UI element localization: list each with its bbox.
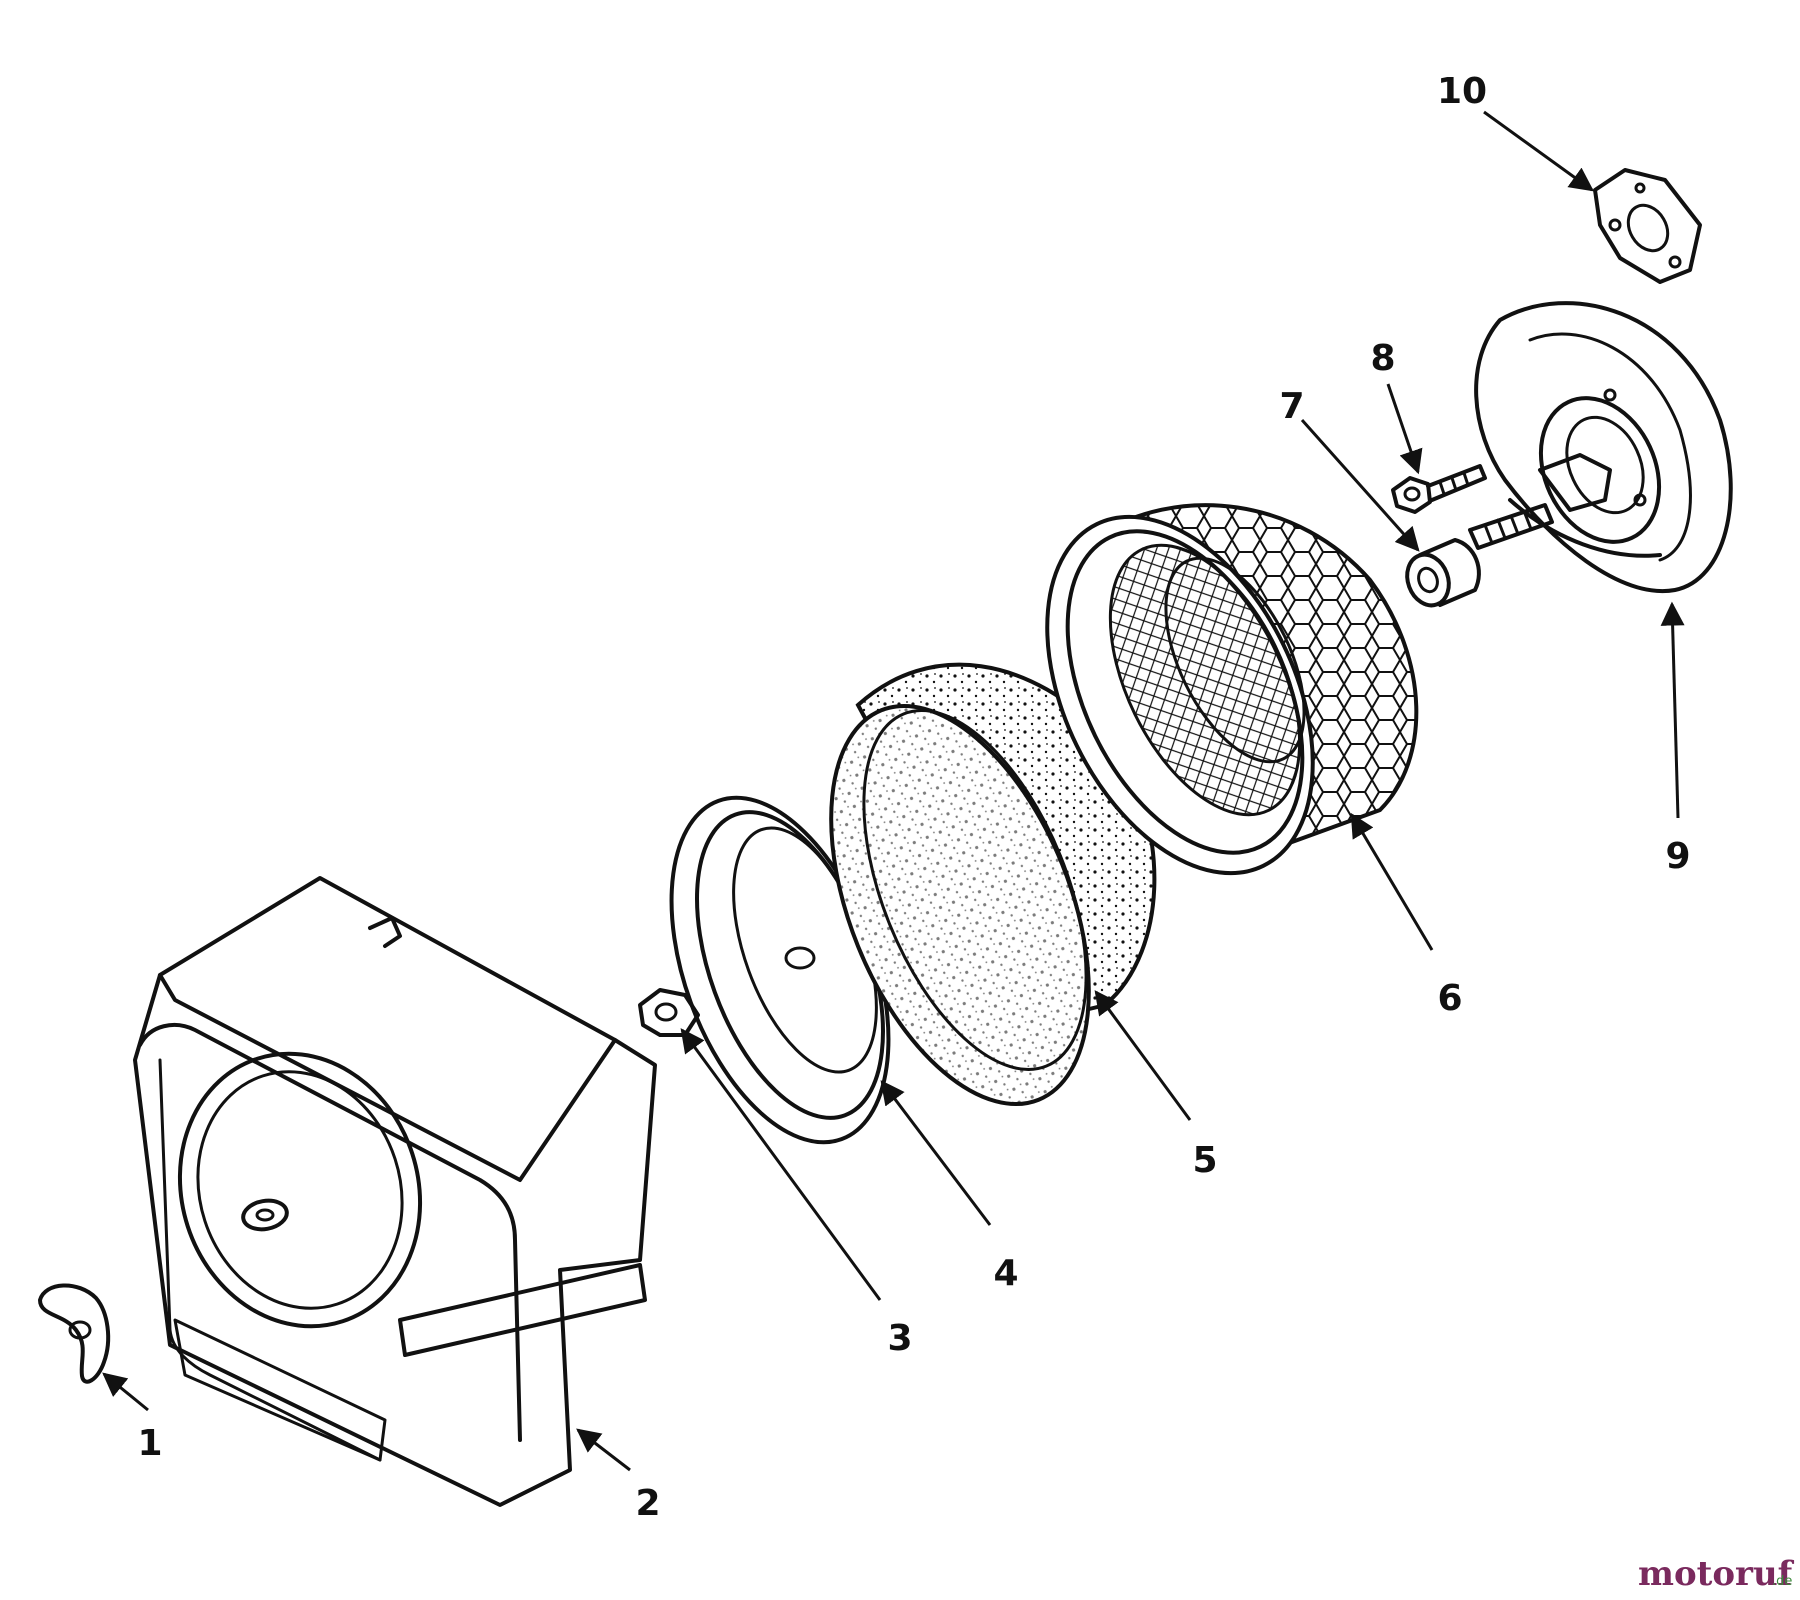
- leader-arrow-2: [576, 1428, 631, 1472]
- cover-housing-part: [133, 876, 657, 1507]
- leader-arrow-1: [102, 1372, 149, 1412]
- callout-10: 10: [1437, 71, 1487, 112]
- leader-arrow-7: [1300, 419, 1420, 552]
- watermark-tld: .de: [1772, 1574, 1792, 1589]
- watermark: motoruf .de: [1638, 1554, 1795, 1594]
- leader-arrow-9: [1660, 601, 1685, 819]
- leader-arrow-5: [1094, 990, 1192, 1121]
- callout-8: 8: [1370, 338, 1395, 379]
- callout-3: 3: [887, 1318, 912, 1359]
- callout-6: 6: [1437, 978, 1462, 1019]
- callout-5: 5: [1192, 1140, 1217, 1181]
- callout-7: 7: [1279, 386, 1304, 427]
- watermark-brand: motoruf: [1638, 1554, 1795, 1594]
- leader-arrows: [102, 110, 1685, 1472]
- gasket-part: [1593, 168, 1702, 284]
- leader-arrow-10: [1483, 110, 1594, 192]
- back-plate-part: [1468, 301, 1733, 594]
- leader-arrow-3: [680, 1028, 882, 1301]
- callout-9: 9: [1665, 836, 1690, 877]
- callout-4: 4: [993, 1253, 1018, 1294]
- hex-nut-part: [638, 988, 700, 1037]
- callout-2: 2: [635, 1483, 660, 1524]
- callout-labels: 1 2 3 4 5 6 7 8 9 10: [137, 71, 1690, 1524]
- paper-filter-element-part: [1045, 503, 1419, 876]
- wing-nut-part: [38, 1283, 111, 1384]
- spacer-bushing-part: [1405, 538, 1481, 608]
- callout-1: 1: [137, 1423, 162, 1464]
- leader-arrow-6: [1350, 812, 1434, 951]
- hex-screw-part: [1391, 464, 1487, 514]
- leader-arrow-8: [1386, 383, 1423, 475]
- leader-arrow-4: [880, 1080, 992, 1226]
